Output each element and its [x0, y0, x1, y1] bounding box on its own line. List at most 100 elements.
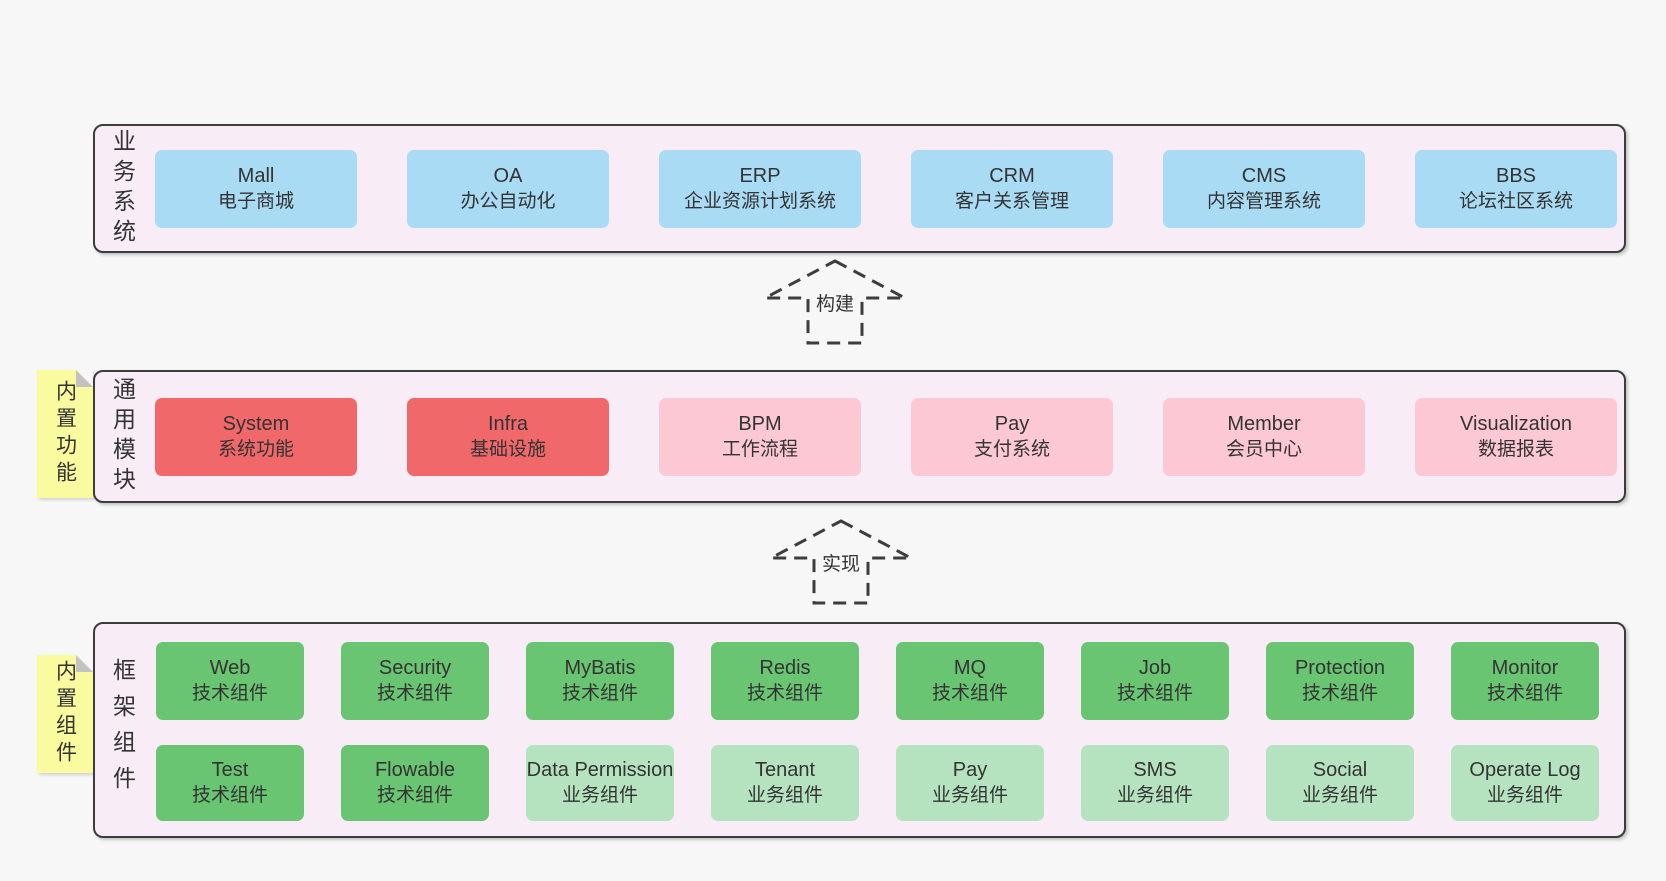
box-subtitle: 支付系统: [973, 438, 1050, 460]
business-box-row: Mall 电子商城 OA 办公自动化 ERP 企业资源计划系统 CRM 客户关系…: [155, 149, 1617, 228]
layer-framework-components: 框架组件 Web 技术组件 Security 技术组件 MyBatis 技术组件…: [93, 622, 1626, 838]
box-mq: MQ 技术组件: [896, 642, 1044, 720]
box-title: MQ: [953, 657, 987, 679]
box-subtitle: 数据报表: [1477, 438, 1554, 460]
box-title: Security: [378, 657, 452, 679]
box-subtitle: 技术组件: [191, 785, 268, 806]
box-subtitle: 基础设施: [469, 438, 546, 460]
box-subtitle: 技术组件: [561, 683, 638, 704]
box-job: Job 技术组件: [1081, 642, 1229, 720]
tag-builtin-features: 内置功能: [37, 370, 93, 498]
box-title: Protection: [1294, 657, 1386, 679]
box-subtitle: 客户关系管理: [954, 190, 1069, 212]
up-block-arrow-icon: [764, 259, 906, 345]
box-web: Web 技术组件: [156, 642, 304, 720]
box-title: Job: [1138, 657, 1172, 679]
box-title: Pay: [952, 759, 988, 781]
box-title: Tenant: [754, 759, 816, 781]
layer-common-modules: 通用模块 System 系统功能 Infra 基础设施 BPM 工作流程 Pay…: [93, 370, 1626, 503]
arrow-build: 构建: [762, 258, 908, 346]
box-test: Test 技术组件: [156, 745, 304, 821]
box-subtitle: 技术组件: [746, 683, 823, 704]
box-system: System 系统功能: [155, 397, 357, 476]
components-row-1: Web 技术组件 Security 技术组件 MyBatis 技术组件 Redi…: [156, 642, 1599, 720]
up-block-arrow-icon: [770, 519, 912, 605]
box-subtitle: 会员中心: [1225, 438, 1302, 460]
box-title: Visualization: [1460, 412, 1572, 435]
box-subtitle: 业务组件: [561, 785, 638, 806]
layer-label-framework-components: 框架组件: [109, 658, 136, 802]
box-social: Social 业务组件: [1266, 745, 1414, 821]
box-bpm: BPM 工作流程: [659, 397, 861, 476]
box-oa: OA 办公自动化: [407, 149, 609, 228]
box-title: ERP: [739, 164, 781, 187]
box-subtitle: 内容管理系统: [1206, 190, 1321, 212]
box-redis: Redis 技术组件: [711, 642, 859, 720]
arrow-implement-label: 实现: [817, 549, 865, 576]
box-member: Member 会员中心: [1163, 397, 1365, 476]
box-subtitle: 技术组件: [1486, 683, 1563, 704]
box-subtitle: 论坛社区系统: [1458, 190, 1573, 212]
box-crm: CRM 客户关系管理: [911, 149, 1113, 228]
modules-box-row: System 系统功能 Infra 基础设施 BPM 工作流程 Pay 支付系统…: [155, 397, 1617, 476]
box-operate-log: Operate Log 业务组件: [1451, 745, 1599, 821]
box-title: Infra: [487, 412, 529, 435]
box-subtitle: 业务组件: [1301, 785, 1378, 806]
box-mybatis: MyBatis 技术组件: [526, 642, 674, 720]
box-monitor: Monitor 技术组件: [1451, 642, 1599, 720]
box-subtitle: 业务组件: [746, 785, 823, 806]
box-title: BPM: [738, 412, 782, 435]
box-subtitle: 技术组件: [1301, 683, 1378, 704]
box-title: System: [222, 412, 290, 435]
box-protection: Protection 技术组件: [1266, 642, 1414, 720]
box-pay-system: Pay 支付系统: [911, 397, 1113, 476]
box-subtitle: 技术组件: [931, 683, 1008, 704]
box-title: Flowable: [374, 759, 456, 781]
box-title: Mall: [237, 164, 275, 187]
box-title: Web: [209, 657, 251, 679]
box-title: Data Permission: [526, 759, 674, 781]
box-bbs: BBS 论坛社区系统: [1415, 149, 1617, 228]
box-subtitle: 技术组件: [191, 683, 268, 704]
box-title: Test: [211, 759, 249, 781]
box-title: Member: [1227, 412, 1301, 435]
layer-business-systems: 业务系统 Mall 电子商城 OA 办公自动化 ERP 企业资源计划系统 CRM…: [93, 124, 1626, 253]
tag-builtin-features-label: 内置功能: [53, 380, 77, 488]
box-subtitle: 业务组件: [1486, 785, 1563, 806]
box-subtitle: 企业资源计划系统: [683, 190, 836, 212]
components-row-2: Test 技术组件 Flowable 技术组件 Data Permission …: [156, 745, 1599, 821]
box-subtitle: 技术组件: [1116, 683, 1193, 704]
box-subtitle: 系统功能: [217, 438, 294, 460]
box-subtitle: 工作流程: [721, 438, 798, 460]
tag-builtin-components: 内置组件: [37, 655, 93, 773]
layer-label-business-systems: 业务系统: [109, 128, 136, 249]
box-title: Redis: [759, 657, 811, 679]
box-flowable: Flowable 技术组件: [341, 745, 489, 821]
layer-label-common-modules: 通用模块: [109, 376, 136, 497]
box-subtitle: 电子商城: [217, 190, 294, 212]
box-visualization: Visualization 数据报表: [1415, 397, 1617, 476]
box-title: Pay: [994, 412, 1030, 435]
box-mall: Mall 电子商城: [155, 149, 357, 228]
box-tenant: Tenant 业务组件: [711, 745, 859, 821]
box-title: CMS: [1241, 164, 1287, 187]
tag-builtin-components-label: 内置组件: [53, 660, 77, 768]
box-title: SMS: [1133, 759, 1177, 781]
box-title: CRM: [989, 164, 1035, 187]
box-infra: Infra 基础设施: [407, 397, 609, 476]
box-title: Monitor: [1491, 657, 1559, 679]
box-subtitle: 办公自动化: [460, 190, 556, 212]
box-title: Social: [1312, 759, 1368, 781]
box-title: Operate Log: [1469, 759, 1581, 781]
box-title: BBS: [1495, 164, 1537, 187]
box-security: Security 技术组件: [341, 642, 489, 720]
box-erp: ERP 企业资源计划系统: [659, 149, 861, 228]
arrow-implement: 实现: [768, 518, 914, 606]
box-sms: SMS 业务组件: [1081, 745, 1229, 821]
box-cms: CMS 内容管理系统: [1163, 149, 1365, 228]
components-rows: Web 技术组件 Security 技术组件 MyBatis 技术组件 Redi…: [156, 642, 1599, 821]
box-subtitle: 业务组件: [931, 785, 1008, 806]
box-data-permission: Data Permission 业务组件: [526, 745, 674, 821]
box-title: MyBatis: [564, 657, 636, 679]
box-subtitle: 业务组件: [1116, 785, 1193, 806]
